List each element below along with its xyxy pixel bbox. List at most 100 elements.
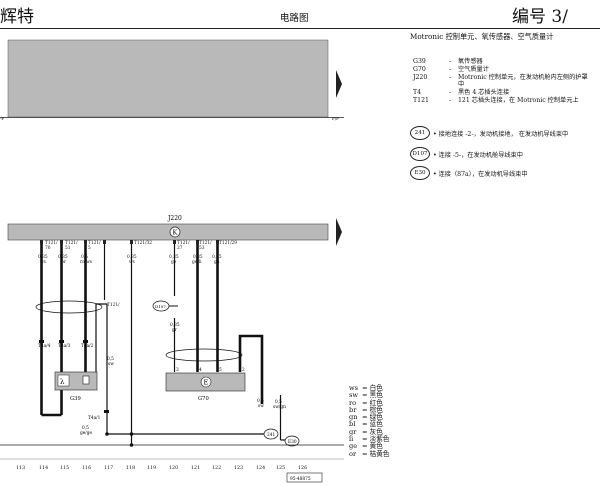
shield-oval <box>165 348 243 362</box>
wire-color-row: ge= 黄色 <box>349 442 383 451</box>
svg-text:5: 5 <box>88 246 91 251</box>
next-page-arrow-icon <box>336 70 342 98</box>
column-number: 121 <box>191 465 200 471</box>
legend-row: T121-121 芯插头连接，在 Motronic 控制单元上 <box>413 96 579 104</box>
svg-text:53: 53 <box>199 246 205 251</box>
svg-text:sw/gn: sw/gn <box>273 405 286 410</box>
svg-text:0,35: 0,35 <box>58 255 68 260</box>
wire-color-row: br= 棕色 <box>349 405 383 414</box>
g70-symbol-circle <box>200 376 212 388</box>
g70-label: G70 <box>198 396 209 402</box>
next-page-arrow-icon <box>336 218 342 246</box>
top-panel-label-right: F/F <box>332 116 339 121</box>
wire-color-row: li= 淡紫色 <box>349 435 390 444</box>
wire <box>95 303 108 434</box>
svg-text:gr: gr <box>172 328 178 333</box>
column-number: 116 <box>82 465 91 471</box>
svg-text:0,35: 0,35 <box>38 255 48 260</box>
wire-color-row: or= 桔黄色 <box>349 449 390 458</box>
svg-text:ge/ge: ge/ge <box>80 431 92 436</box>
column-number: 119 <box>147 465 156 471</box>
svg-text:5: 5 <box>219 368 222 373</box>
legend-row: 中 <box>458 81 465 89</box>
ecu-pin-label: T121/29 <box>219 241 237 246</box>
sensor-symbol: λ <box>60 378 65 386</box>
wire-color-row: ws= 白色 <box>349 384 383 392</box>
svg-text:T4a/4: T4a/4 <box>38 344 51 349</box>
svg-text:0,5: 0,5 <box>275 400 282 405</box>
svg-text:70: 70 <box>45 246 51 251</box>
svg-text:ge: ge <box>171 260 177 265</box>
ecu-pin-label: T121/ <box>107 303 120 308</box>
svg-text:0,5: 0,5 <box>257 399 264 404</box>
column-number: 126 <box>298 465 307 471</box>
header-rule <box>0 28 600 29</box>
legend-row: J220-Motronic 控制单元，在发动机舱内左侧的护罩 <box>413 73 588 81</box>
connector-e30 <box>284 435 300 447</box>
svg-text:sw: sw <box>258 404 264 409</box>
connection-code-241: 241 <box>410 126 430 140</box>
legend-row: G70-空气质量计 <box>413 65 489 73</box>
column-number: 122 <box>212 465 221 471</box>
ecu-pin-label: T121/32 <box>134 241 152 246</box>
wire-color-row: ro= 红色 <box>349 398 383 407</box>
legend-title: Motronic 控制单元、氧传感器、空气质量计 <box>410 32 554 41</box>
connection-code-d107: D107 <box>410 147 430 161</box>
page-code-box <box>286 472 323 483</box>
svg-text:T4a/3: T4a/3 <box>58 344 71 349</box>
ecu-pin-label: T121/ <box>45 241 58 246</box>
wire <box>238 334 264 404</box>
wire-color-key: ws= 白色 sw= 黑色 ro= 红色 br= 棕色 gn= 绿色 bl= 蓝… <box>349 384 390 458</box>
legend-row: T4-黑色 4 芯插头连接 <box>413 89 510 97</box>
page-code: 95-48875 <box>290 477 311 482</box>
ecu-symbol: K <box>173 229 178 237</box>
svg-text:ws: ws <box>40 260 46 265</box>
header-document-type: 电路图 <box>280 13 309 24</box>
circuit-diagram: -F F/F J220 K T121/70 T121/51 T121/5 T12… <box>0 39 344 483</box>
component-legend: G39-氧传感器 G70-空气质量计 J220-Motronic 控制单元，在发… <box>413 58 588 105</box>
ecu-pin-label: T121/ <box>177 241 190 246</box>
column-number: 123 <box>234 465 243 471</box>
svg-text:br: br <box>61 260 67 265</box>
top-panel-label-left: -F <box>0 116 4 121</box>
svg-text:sw: sw <box>108 362 114 367</box>
column-number: 114 <box>39 465 48 471</box>
header-page-number: 编号 3/ <box>512 7 568 27</box>
header-left-title: 辉特 <box>0 7 34 27</box>
connection-desc-d107: • 连接 -5-，在发动机舱导线束中 <box>433 152 523 159</box>
column-numbers: 113 114 115 116 117 118 119 120 121 122 … <box>16 465 307 471</box>
svg-text:51: 51 <box>65 246 71 251</box>
g70-symbol: E <box>204 379 209 387</box>
wire-color-row: gr= 灰色 <box>349 427 383 436</box>
svg-text:T4a/2: T4a/2 <box>81 344 94 349</box>
column-number: 118 <box>126 465 135 471</box>
svg-text:0,35: 0,35 <box>170 323 180 328</box>
svg-text:241: 241 <box>267 433 275 438</box>
ecu-label: J220 <box>167 215 182 222</box>
legend-row: G39-氧传感器 <box>413 58 483 65</box>
connection-code-e30: E30 <box>410 166 430 180</box>
ecu-j220-box <box>7 223 329 241</box>
column-number: 120 <box>169 465 178 471</box>
column-number: 125 <box>276 465 285 471</box>
ground-point-241 <box>263 428 279 440</box>
wire-color-row: sw= 黑色 <box>349 391 383 400</box>
svg-text:0,5: 0,5 <box>82 426 89 431</box>
ecu-pin-label: T121/ <box>88 241 101 246</box>
shield-oval <box>35 300 103 314</box>
g39-label: G39 <box>70 396 81 402</box>
ecu-pin-label: T121/ <box>65 241 78 246</box>
wire-color-row: gn= 绿色 <box>349 413 383 422</box>
svg-text:E30: E30 <box>288 440 297 445</box>
connection-desc-e30: • 连接（87a），在发动机导线束中 <box>433 171 528 178</box>
svg-text:2: 2 <box>242 368 245 373</box>
svg-text:27: 27 <box>177 246 183 251</box>
connection-desc-241: • 接地连接 -2-，发动机接地， 在发动机导线束中 <box>433 131 569 138</box>
svg-text:0,5: 0,5 <box>107 357 114 362</box>
column-number: 115 <box>60 465 69 471</box>
svg-text:3: 3 <box>176 368 179 373</box>
ecu-pin-label: T121/ <box>199 241 212 246</box>
svg-text:T4a/1: T4a/1 <box>88 416 101 421</box>
column-number: 113 <box>16 465 25 471</box>
connector-d107-label: D107 <box>155 304 166 309</box>
